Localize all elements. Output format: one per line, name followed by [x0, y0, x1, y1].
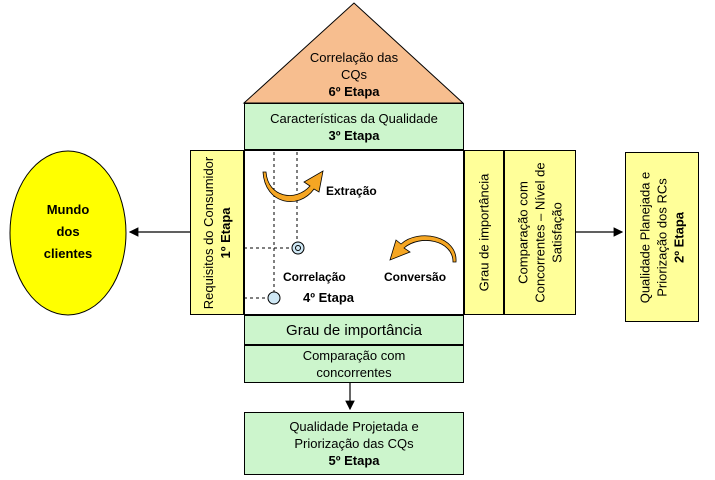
importance-column: Grau de importância: [464, 150, 504, 315]
bottom-comparison-line-2: concorrentes: [316, 365, 392, 380]
roof-text: Correlação das CQs 6º Etapa: [290, 49, 418, 100]
extraction-label: Extração: [326, 184, 377, 198]
roof-step: 6º Etapa: [328, 84, 380, 99]
designed-quality-line-2: Priorização das CQs: [294, 436, 414, 451]
matrix-step-label: 4º Etapa: [303, 290, 354, 305]
double-circle-marker: [291, 241, 305, 255]
bottom-comparison-line-1: Comparação com: [302, 348, 406, 363]
designed-quality-step: 5º Etapa: [328, 453, 380, 468]
quality-characteristics-title: Características da Qualidade: [270, 110, 438, 126]
conversion-curved-arrow: [389, 235, 457, 263]
roof-line-1: Correlação das: [309, 50, 399, 65]
designed-quality-box: Qualidade Projetada e Priorização das CQ…: [244, 412, 464, 475]
planned-quality-box: Qualidade Planejada e Priorização dos RC…: [625, 152, 699, 322]
customer-world-line-2: dos: [56, 224, 80, 239]
customer-world-line-1: Mundo: [46, 202, 90, 217]
bottom-importance-title: Grau de importância: [286, 321, 422, 339]
single-circle-marker: [267, 291, 281, 305]
quality-characteristics-step: 3º Etapa: [328, 127, 380, 143]
bottom-importance-row: Grau de importância: [244, 315, 464, 345]
customer-world-line-3: clientes: [43, 246, 93, 261]
bottom-comparison-row: Comparação com concorrentes: [244, 345, 464, 383]
conversion-label: Conversão: [384, 270, 447, 284]
customer-world-text: Mundo dos clientes: [20, 199, 116, 265]
designed-quality-line-1: Qualidade Projetada e: [289, 419, 419, 434]
extraction-curved-arrow: [262, 170, 324, 202]
roof-line-2: CQs: [341, 67, 367, 82]
relationship-matrix: [244, 150, 464, 315]
correlation-label: Correlação: [283, 270, 346, 284]
customer-requirements-column: Requisitos do Consumidor 1º Etapa: [190, 150, 244, 315]
quality-characteristics-header: Características da Qualidade 3º Etapa: [244, 103, 464, 150]
competitor-satisfaction-column: Comparação com Concorrentes – Nível de S…: [504, 150, 576, 315]
